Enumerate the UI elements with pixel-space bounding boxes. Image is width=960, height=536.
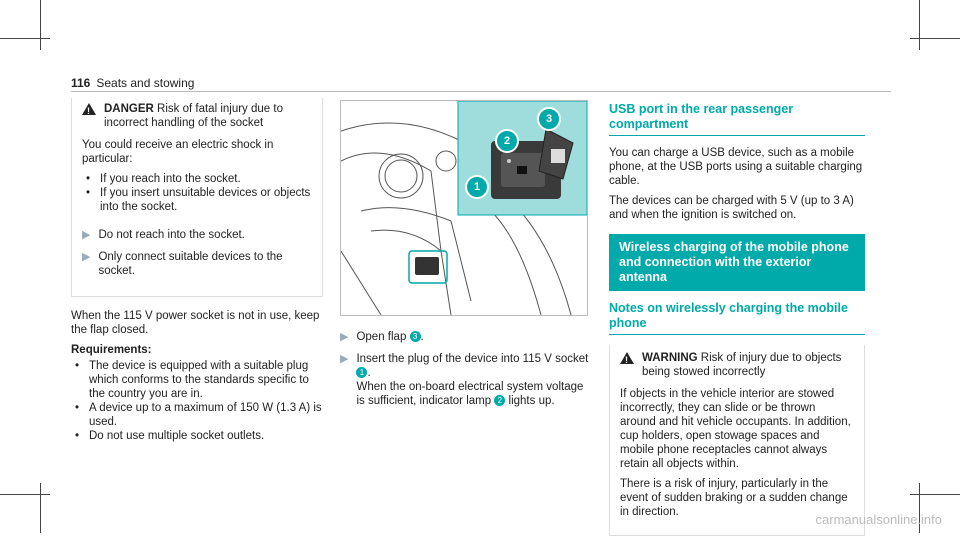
header-divider xyxy=(71,91,891,92)
watermark: carmanualsonline.info xyxy=(815,512,942,527)
requirements-label: Requirements: xyxy=(71,344,152,356)
list-item: If you reach into the socket. xyxy=(86,172,312,186)
crop-mark xyxy=(910,494,960,495)
play-arrow-icon: ▶ xyxy=(340,331,349,343)
crop-mark xyxy=(0,38,50,39)
warning-box: WARNING Risk of injury due to objects be… xyxy=(609,345,865,536)
play-arrow-icon: ▶ xyxy=(82,251,91,263)
section-band-heading: Wireless charging of the mobile phone an… xyxy=(609,234,865,291)
action-step: Insert the plug of the device into 115 V… xyxy=(356,353,589,407)
list-item: Do not use multiple socket outlets. xyxy=(75,429,323,443)
warning-title: WARNING xyxy=(642,352,698,364)
ref-number: 1 xyxy=(356,367,368,379)
warning-triangle-icon xyxy=(620,352,634,367)
body-text: When the 115 V power socket is not in us… xyxy=(71,310,320,336)
notes-heading: Notes on wirelessly charging the mobile … xyxy=(609,301,865,335)
danger-intro: You could receive an electric shock in p… xyxy=(82,139,274,165)
ref-number: 2 xyxy=(494,395,506,407)
list-item: If you insert unsuitable devices or obje… xyxy=(86,186,312,214)
action-step: Open flap 3. xyxy=(356,331,424,343)
crop-mark xyxy=(919,0,920,50)
danger-heading: Risk of fatal injury due to incorrect ha… xyxy=(104,103,283,129)
usb-heading: USB port in the rear passenger compartme… xyxy=(609,102,865,136)
highlight-frame xyxy=(408,250,448,284)
right-column: USB port in the rear passenger compartme… xyxy=(609,102,865,536)
section-title: Seats and stowing xyxy=(96,76,195,90)
crop-mark xyxy=(40,0,41,50)
play-arrow-icon: ▶ xyxy=(82,229,91,241)
socket-outlet xyxy=(517,166,527,174)
play-arrow-icon: ▶ xyxy=(340,353,349,365)
page-number: 116 xyxy=(71,76,91,90)
left-column: DANGER Risk of fatal injury due to incor… xyxy=(71,98,323,443)
body-text: There is a risk of injury, particularly … xyxy=(620,478,848,518)
flap-label xyxy=(551,149,565,163)
danger-title: DANGER xyxy=(104,103,154,115)
body-text: The devices can be charged with 5 V (up … xyxy=(609,195,854,221)
list-item: A device up to a maximum of 150 W (1.3 A… xyxy=(75,401,323,429)
socket-small xyxy=(415,257,439,275)
middle-column: ▶ Open flap 3. ▶ Insert the plug of the … xyxy=(340,322,590,416)
crop-mark xyxy=(919,483,920,533)
list-item: The device is equipped with a suitable p… xyxy=(75,359,323,401)
crop-mark xyxy=(40,483,41,533)
callout-2: 2 xyxy=(495,129,519,153)
callout-3: 3 xyxy=(537,107,561,131)
danger-box: DANGER Risk of fatal injury due to incor… xyxy=(71,98,323,297)
callout-1: 1 xyxy=(465,175,489,199)
crop-mark xyxy=(0,494,50,495)
body-text: If objects in the vehicle interior are s… xyxy=(620,388,851,470)
ref-number: 3 xyxy=(409,331,421,343)
crop-mark xyxy=(910,38,960,39)
console-drawing xyxy=(341,101,587,315)
warning-heading: Risk of injury due to objects being stow… xyxy=(642,352,842,378)
page-header: 116 Seats and stowing xyxy=(71,76,194,90)
body-text: You can charge a USB device, such as a m… xyxy=(609,147,863,187)
action-step: Do not reach into the socket. xyxy=(98,229,245,241)
indicator-lamp xyxy=(507,159,511,163)
warning-triangle-icon xyxy=(82,103,96,118)
socket-illustration: 3 2 1 xyxy=(340,100,588,316)
action-step: Only connect suitable devices to the soc… xyxy=(98,251,283,277)
